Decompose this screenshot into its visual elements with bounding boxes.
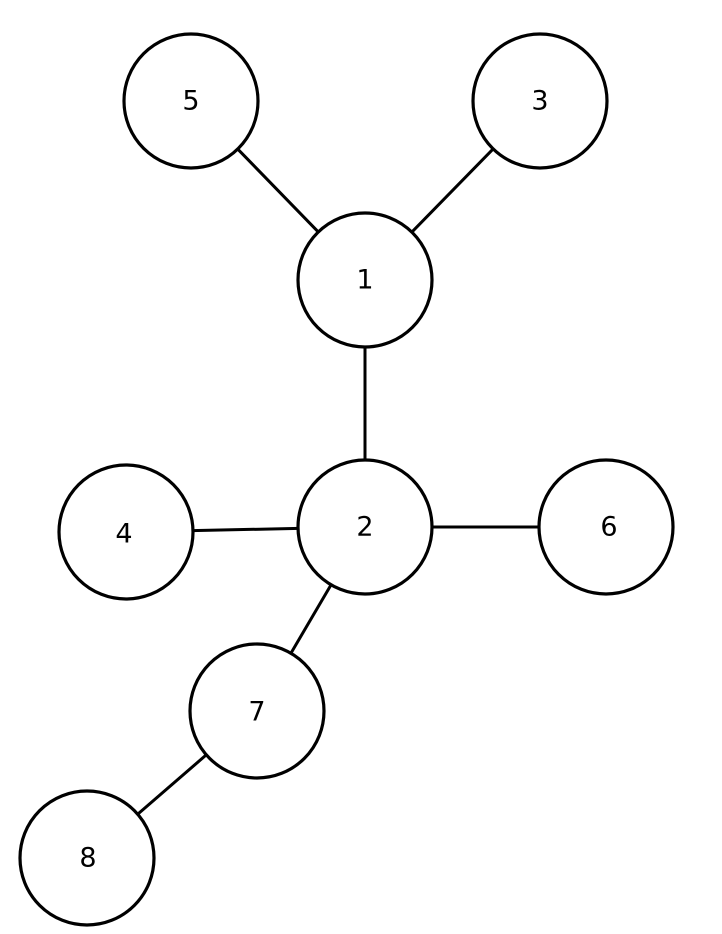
graph-node-circle-7[interactable]	[188, 642, 326, 780]
graph-node-circle-2[interactable]	[296, 458, 434, 596]
graph-edge-2-7	[288, 582, 334, 656]
graph-node-label-7: 7	[248, 697, 265, 728]
graph-node-8[interactable]: 8	[18, 789, 156, 927]
graph-node-4[interactable]: 4	[57, 463, 195, 601]
graph-node-7[interactable]: 7	[188, 642, 326, 780]
graph-node-label-2: 2	[356, 512, 373, 543]
graph-node-circle-1[interactable]	[296, 211, 434, 349]
edge-layer	[135, 146, 542, 817]
graph-node-label-5: 5	[182, 86, 199, 117]
graph-node-label-4: 4	[115, 519, 132, 550]
node-layer: 1 2 3 4 5 6 7 8	[18, 32, 675, 927]
graph-node-label-1: 1	[356, 265, 373, 296]
graph-node-label-8: 8	[79, 843, 96, 874]
graph-node-5[interactable]: 5	[122, 32, 260, 170]
graph-node-circle-5[interactable]	[122, 32, 260, 170]
graph-node-circle-4[interactable]	[57, 463, 195, 601]
graph-node-label-6: 6	[600, 512, 617, 543]
graph-edge-3-1	[409, 146, 496, 235]
graph-node-1[interactable]: 1	[296, 211, 434, 349]
graph-node-3[interactable]: 3	[471, 32, 609, 170]
graph-node-2[interactable]: 2	[296, 458, 434, 596]
graph-edge-5-1	[235, 146, 321, 235]
graph-node-6[interactable]: 6	[537, 458, 675, 596]
graph-edge-4-2	[190, 526, 301, 533]
graph-node-circle-6[interactable]	[537, 458, 675, 596]
graph-node-circle-8[interactable]	[18, 789, 156, 927]
graph-node-circle-3[interactable]	[471, 32, 609, 170]
graph-edge-7-8	[135, 752, 209, 817]
graph-node-label-3: 3	[531, 86, 548, 117]
